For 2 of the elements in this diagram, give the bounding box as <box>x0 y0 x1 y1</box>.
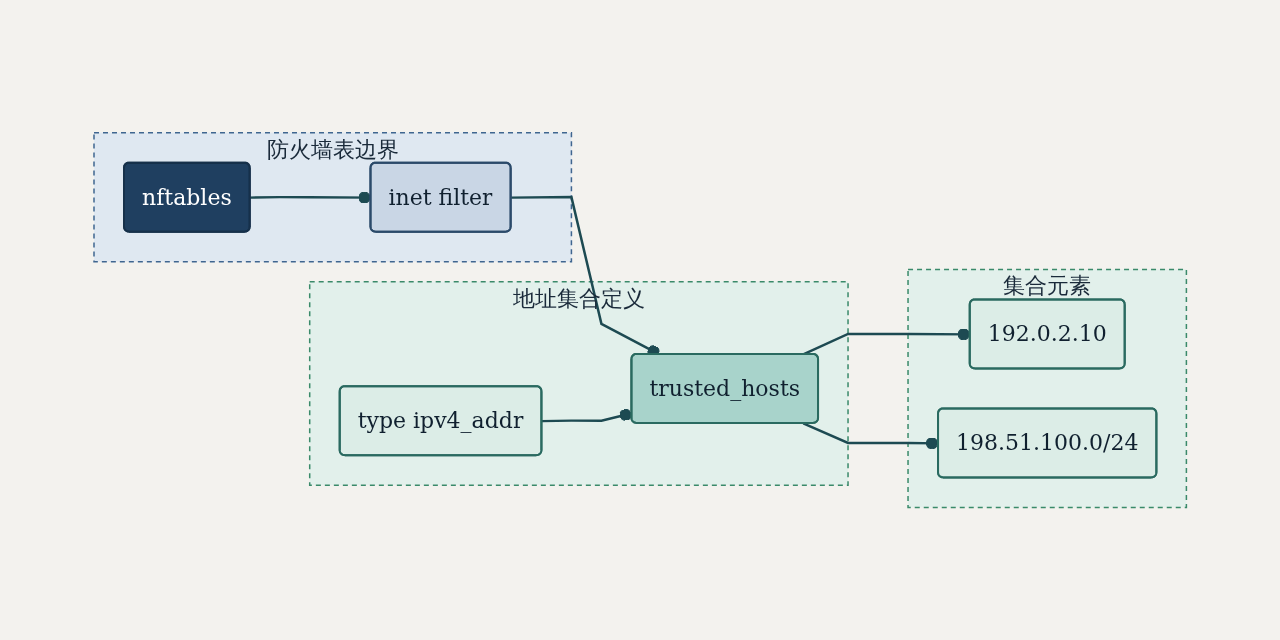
connector <box>541 408 632 423</box>
connector <box>249 191 371 204</box>
